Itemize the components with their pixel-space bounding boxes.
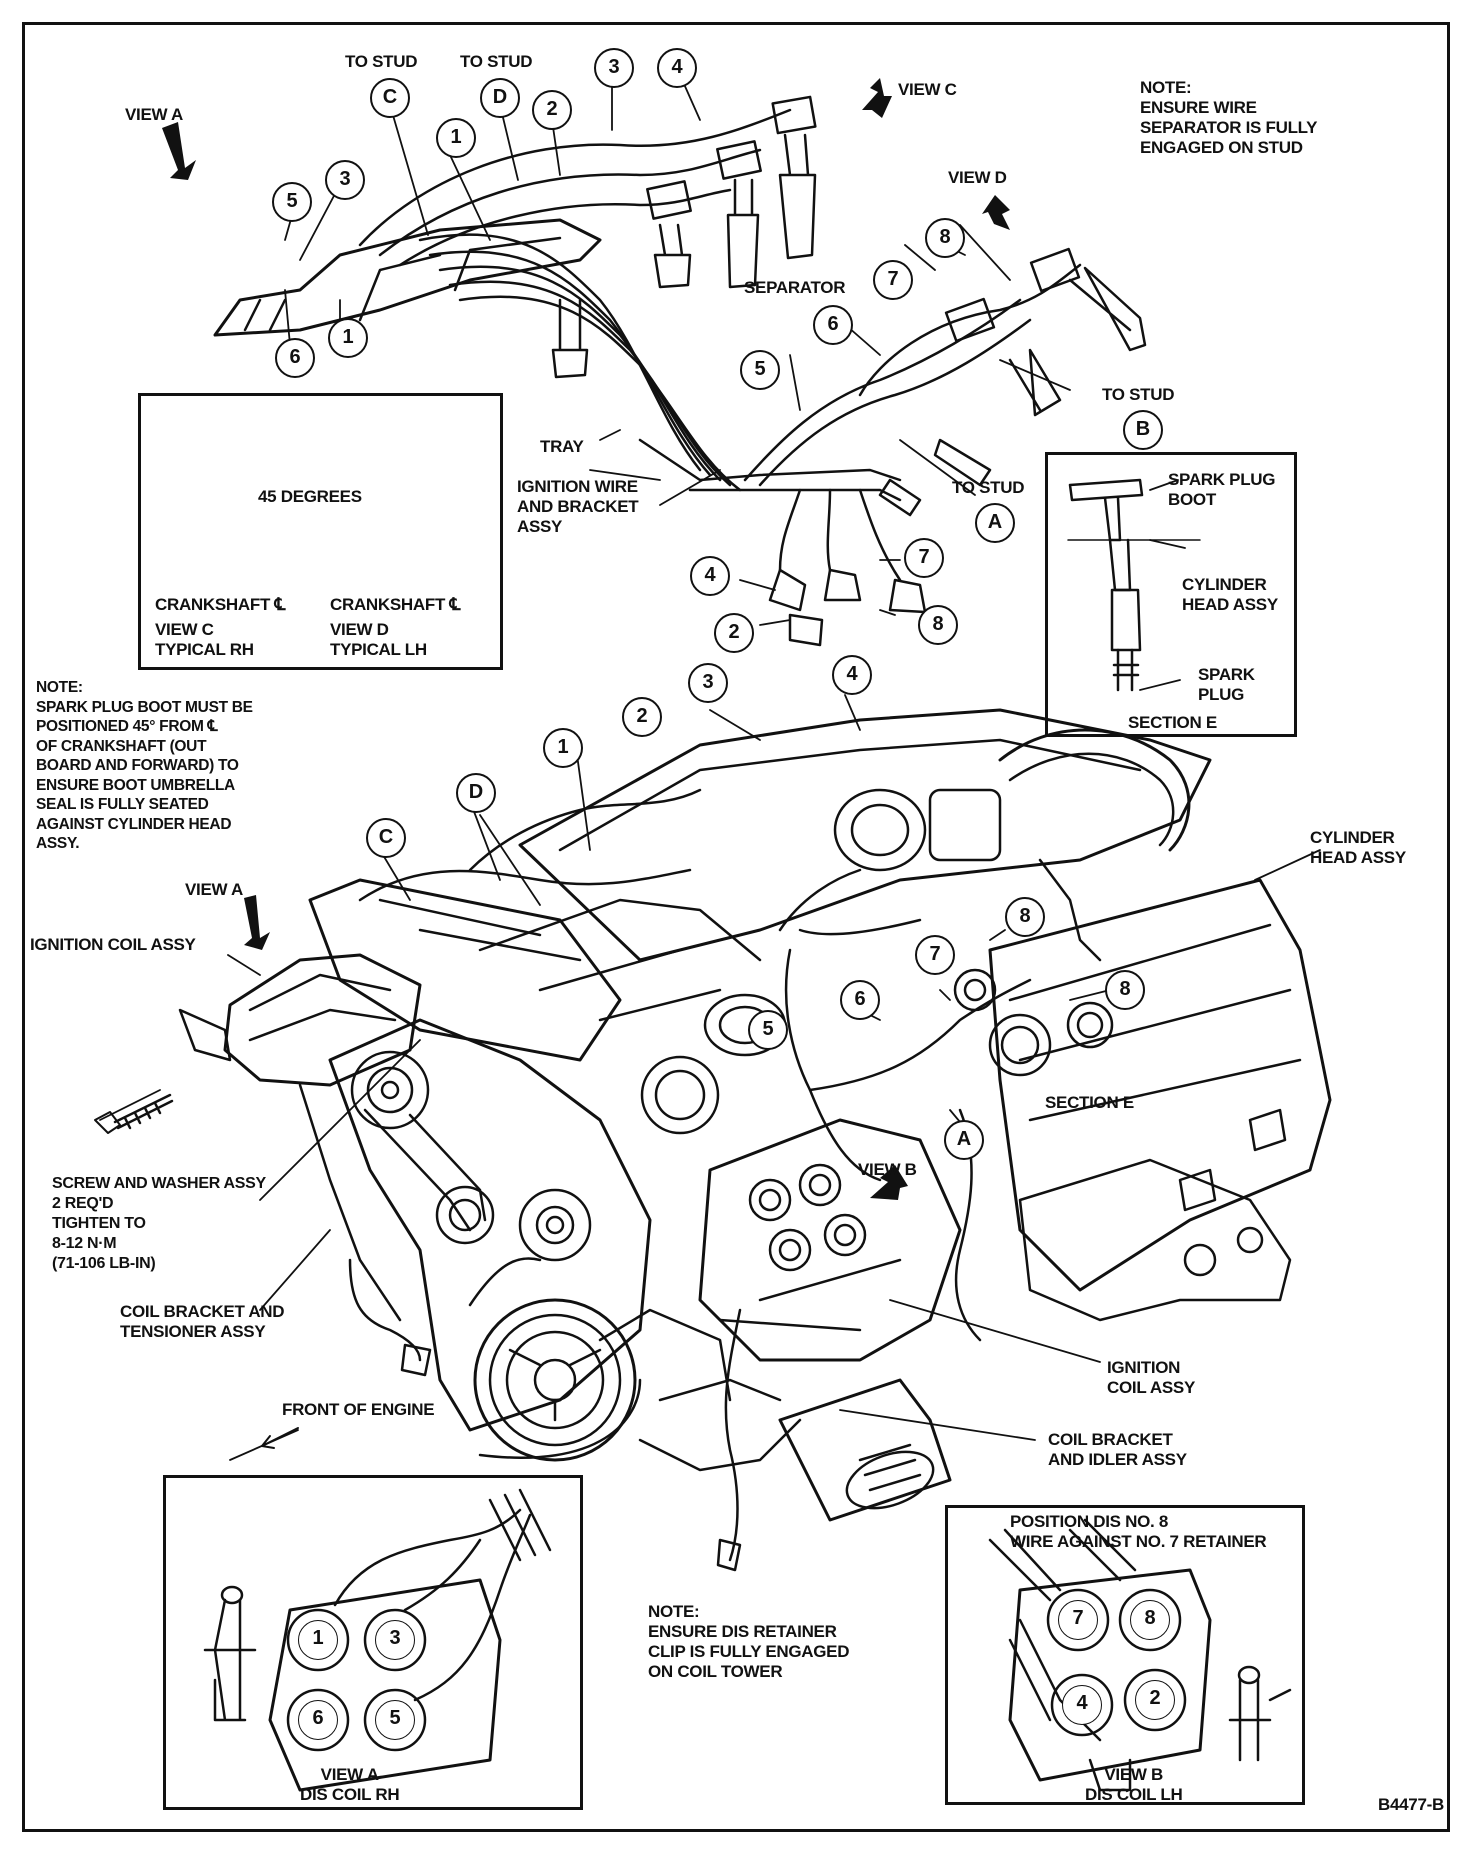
callout-6-top-left: 6 bbox=[275, 338, 315, 378]
dis-lh-tower-7: 7 bbox=[1058, 1600, 1098, 1640]
view-cd-box bbox=[138, 393, 503, 670]
callout-4-mid: 4 bbox=[690, 556, 730, 596]
callout-b-stud: B bbox=[1123, 410, 1163, 450]
label-view-d: VIEW D bbox=[948, 168, 1007, 187]
callout-3-top-left: 3 bbox=[325, 160, 365, 200]
label-position-dis: POSITION DIS NO. 8 WIRE AGAINST NO. 7 RE… bbox=[1010, 1512, 1267, 1551]
label-separator: SEPARATOR bbox=[744, 278, 846, 297]
callout-5-engine: 5 bbox=[748, 1010, 788, 1050]
label-to-stud-c: TO STUD bbox=[345, 52, 418, 71]
label-view-a-mid: VIEW A bbox=[185, 880, 244, 899]
note-dis-retainer: NOTE: ENSURE DIS RETAINER CLIP IS FULLY … bbox=[648, 1602, 850, 1681]
callout-a-stud: A bbox=[975, 503, 1015, 543]
callout-6-top-right: 6 bbox=[813, 305, 853, 345]
callout-8-engine-right: 8 bbox=[1105, 970, 1145, 1010]
callout-c-top: C bbox=[370, 78, 410, 118]
callout-1-top-left: 1 bbox=[328, 318, 368, 358]
front-arrow bbox=[261, 1427, 299, 1449]
label-crankshaft-right: CRANKSHAFT ℄ bbox=[330, 595, 461, 614]
callout-c-engine: C bbox=[366, 818, 406, 858]
callout-4-top: 4 bbox=[657, 48, 697, 88]
callout-3-engine: 3 bbox=[688, 663, 728, 703]
engine-drawing bbox=[94, 708, 1332, 1572]
dis-rh-tower-3: 3 bbox=[375, 1620, 415, 1660]
label-ignition-coil-left: IGNITION COIL ASSY bbox=[30, 935, 196, 954]
leader-lines-engine bbox=[99, 694, 1321, 1461]
callout-8-top-right: 8 bbox=[925, 218, 965, 258]
note-wire-separator: NOTE: ENSURE WIRE SEPARATOR IS FULLY ENG… bbox=[1140, 78, 1318, 157]
label-to-stud-b: TO STUD bbox=[1102, 385, 1175, 404]
label-cyl-head-section: CYLINDER HEAD ASSY bbox=[1182, 575, 1278, 614]
label-to-stud-d: TO STUD bbox=[460, 52, 533, 71]
view-a-dis-box bbox=[163, 1475, 583, 1810]
label-to-stud-a: TO STUD bbox=[952, 478, 1025, 497]
callout-a-engine: A bbox=[944, 1120, 984, 1160]
label-ignition-coil-right: IGNITION COIL ASSY bbox=[1107, 1358, 1195, 1397]
callout-d-engine: D bbox=[456, 773, 496, 813]
view-b-dis-box bbox=[945, 1505, 1305, 1805]
callout-5-top: 5 bbox=[272, 182, 312, 222]
label-view-b: VIEW B bbox=[858, 1160, 917, 1179]
label-view-d-typical-lh: VIEW D TYPICAL LH bbox=[330, 620, 427, 659]
callout-7-mid: 7 bbox=[904, 538, 944, 578]
label-section-e-engine: SECTION E bbox=[1045, 1093, 1134, 1112]
section-e-box bbox=[1045, 452, 1297, 737]
callout-1-top: 1 bbox=[436, 118, 476, 158]
figure-frame bbox=[22, 22, 1450, 1832]
figure-id: B4477-B bbox=[1378, 1795, 1444, 1814]
label-crankshaft-left: CRANKSHAFT ℄ bbox=[155, 595, 286, 614]
view-arrows bbox=[162, 78, 1010, 1200]
callout-2-top: 2 bbox=[532, 90, 572, 130]
callout-8-engine-top: 8 bbox=[1005, 897, 1045, 937]
label-coil-bracket-idler: COIL BRACKET AND IDLER ASSY bbox=[1048, 1430, 1187, 1469]
dis-lh-tower-8: 8 bbox=[1130, 1600, 1170, 1640]
callout-7-engine: 7 bbox=[915, 935, 955, 975]
dis-rh-tower-5: 5 bbox=[375, 1700, 415, 1740]
label-coil-bracket-tensioner: COIL BRACKET AND TENSIONER ASSY bbox=[120, 1302, 285, 1341]
dis-lh-tower-4: 4 bbox=[1062, 1685, 1102, 1725]
callout-1-engine: 1 bbox=[543, 728, 583, 768]
dis-lh-tower-2: 2 bbox=[1135, 1680, 1175, 1720]
callout-7-top-right: 7 bbox=[873, 260, 913, 300]
callout-3-top: 3 bbox=[594, 48, 634, 88]
label-spark-plug-boot: SPARK PLUG BOOT bbox=[1168, 470, 1276, 509]
label-cylinder-head: CYLINDER HEAD ASSY bbox=[1310, 828, 1406, 867]
label-view-b-dis-lh: VIEW B DIS COIL LH bbox=[1085, 1765, 1183, 1804]
label-tray: TRAY bbox=[540, 437, 584, 456]
note-spark-plug-boot: NOTE: SPARK PLUG BOOT MUST BE POSITIONED… bbox=[36, 679, 253, 852]
label-view-c: VIEW C bbox=[898, 80, 957, 99]
callout-4-engine: 4 bbox=[832, 655, 872, 695]
label-view-a-dis-rh: VIEW A DIS COIL RH bbox=[300, 1765, 400, 1804]
dis-rh-tower-1: 1 bbox=[298, 1620, 338, 1660]
callout-5-top-right: 5 bbox=[740, 350, 780, 390]
callout-d-top: D bbox=[480, 78, 520, 118]
section-e-drawing bbox=[1067, 478, 1201, 692]
callout-2-mid: 2 bbox=[714, 613, 754, 653]
callout-2-engine: 2 bbox=[622, 697, 662, 737]
label-view-a-top: VIEW A bbox=[125, 105, 184, 124]
label-ignition-wire-bracket: IGNITION WIRE AND BRACKET ASSY bbox=[517, 477, 639, 536]
ignition-wire-harness bbox=[213, 95, 1147, 647]
dis-rh-tower-6: 6 bbox=[298, 1700, 338, 1740]
label-front-of-engine: FRONT OF ENGINE bbox=[282, 1400, 435, 1419]
label-view-c-typical-rh: VIEW C TYPICAL RH bbox=[155, 620, 254, 659]
label-spark-plug: SPARK PLUG bbox=[1198, 665, 1255, 704]
label-45-degrees: 45 DEGREES bbox=[258, 487, 362, 506]
label-screw-washer: SCREW AND WASHER ASSY 2 REQ'D TIGHTEN TO… bbox=[52, 1175, 266, 1272]
label-section-e: SECTION E bbox=[1128, 713, 1217, 732]
callout-6-engine: 6 bbox=[840, 980, 880, 1020]
callout-8-mid: 8 bbox=[918, 605, 958, 645]
